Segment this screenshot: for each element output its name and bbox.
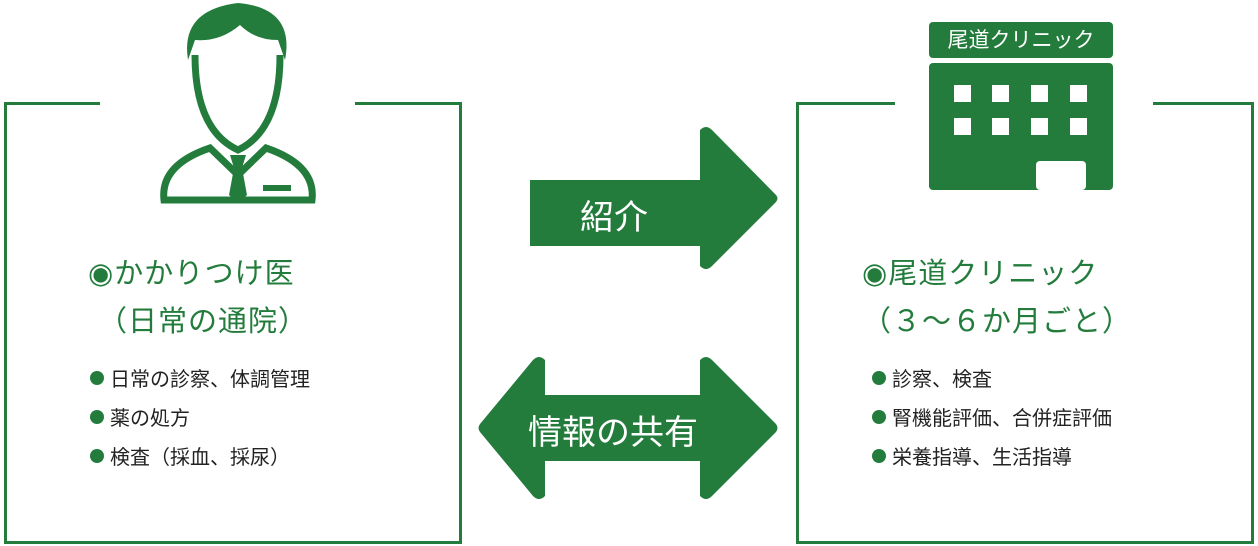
list-item: 検査（採血、採尿） — [90, 436, 310, 475]
list-item: 栄養指導、生活指導 — [872, 436, 1112, 475]
right-list: 診察、検査 腎機能評価、合併症評価 栄養指導、生活指導 — [872, 358, 1112, 475]
building-icon — [929, 63, 1113, 190]
left-title: ◉かかりつけ医 — [88, 256, 295, 290]
clinic-sign: 尾道クリニック — [929, 22, 1113, 58]
referral-label: 紹介 — [580, 198, 648, 238]
left-list: 日常の診察、体調管理 薬の処方 検査（採血、採尿） — [90, 358, 310, 475]
list-item: 腎機能評価、合併症評価 — [872, 397, 1112, 436]
list-item: 薬の処方 — [90, 397, 310, 436]
right-title: ◉尾道クリニック — [862, 256, 1099, 290]
list-item: 診察、検査 — [872, 358, 1112, 397]
share-label: 情報の共有 — [528, 413, 698, 453]
right-subtitle: （３～６か月ごと） — [862, 304, 1133, 338]
doctor-icon — [160, 3, 316, 204]
list-item: 日常の診察、体調管理 — [90, 358, 310, 397]
left-subtitle: （日常の通院） — [98, 304, 309, 338]
